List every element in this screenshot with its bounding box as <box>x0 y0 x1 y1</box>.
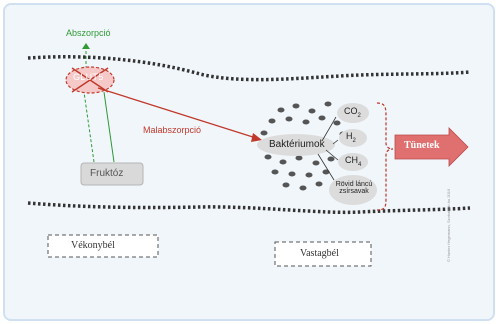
co2-label: CO2 <box>344 106 361 119</box>
symptoms-arrow <box>394 127 469 167</box>
bacteria-label: Baktériumok <box>269 139 325 150</box>
absorption-arrowhead <box>82 43 90 49</box>
malabsorption-label: Malabszorpció <box>143 125 202 135</box>
ch4-label: CH4 <box>345 155 362 168</box>
symptoms-label: Tünetek <box>404 140 440 151</box>
malabsorption-arrowhead <box>251 133 262 142</box>
large-intestine-box <box>274 241 372 267</box>
co2-bubble <box>337 103 369 123</box>
bacteria-bubble <box>257 134 335 156</box>
fructose-to-glut-line-1 <box>83 91 95 163</box>
malabsorption-arrow <box>97 87 257 139</box>
scfa-bubble <box>329 175 377 205</box>
product-arrows <box>317 116 339 181</box>
bacteria-dots <box>260 101 347 191</box>
upper-intestine-wall <box>27 55 471 82</box>
products-brace <box>376 102 394 211</box>
glut5-cross-2 <box>71 67 109 93</box>
h2-label: H2 <box>346 131 356 144</box>
absorption-label: Abszorpció <box>66 28 111 38</box>
large-intestine-label: Vastagbél <box>300 248 339 259</box>
h2-bubble <box>339 129 367 147</box>
lower-intestine-wall <box>27 201 471 215</box>
small-intestine-box <box>47 234 159 258</box>
fructose-box <box>80 162 144 186</box>
copyright-text: © Hunter Hegemann, Szobaklub.hu 2019 <box>446 188 451 262</box>
fructose-label: Fruktóz <box>90 168 124 179</box>
fructose-to-glut-line-2 <box>103 91 115 163</box>
ch4-bubble <box>338 153 368 171</box>
glut5-label: GLUT5 <box>73 72 104 82</box>
small-intestine-label: Vékonybél <box>71 240 115 251</box>
